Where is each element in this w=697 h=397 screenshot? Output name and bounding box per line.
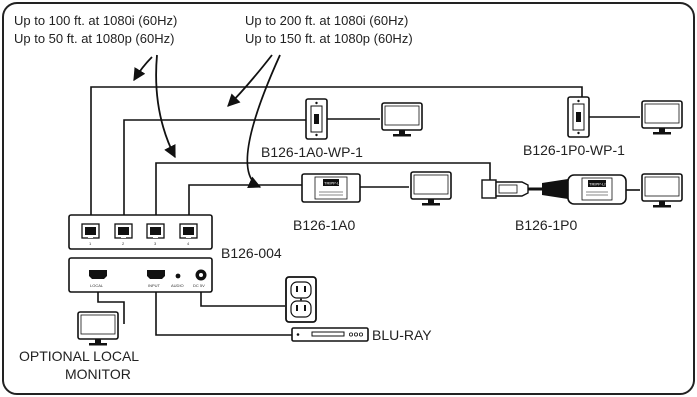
brand-logo: TRIPP·LITE xyxy=(589,182,611,187)
cable-port3 xyxy=(155,162,491,227)
wall-plate-a-label: B126-1A0-WP-1 xyxy=(261,144,363,160)
rj45-port-icon xyxy=(114,223,133,239)
wall-plate-p-label: B126-1P0-WP-1 xyxy=(523,142,625,158)
port-number: 1 xyxy=(89,241,92,246)
right-distance-note-1: Up to 200 ft. at 1080i (60Hz) xyxy=(245,13,408,28)
right-distance-note-2: Up to 150 ft. at 1080p (60Hz) xyxy=(245,31,413,46)
wall-plate-icon xyxy=(567,96,590,138)
local-port-label: LOCAL xyxy=(90,283,104,288)
bluray-label: BLU-RAY xyxy=(372,327,432,343)
wall-plate-icon xyxy=(305,98,328,140)
local-monitor-label-2: MONITOR xyxy=(65,366,131,382)
receiver-icon: TRIPP·LITE xyxy=(301,173,361,203)
cable-runs xyxy=(90,86,640,336)
dc-port-label: DC 5V xyxy=(193,283,205,288)
arrow-left-to-1a0 xyxy=(155,54,176,159)
port-number: 4 xyxy=(187,241,190,246)
rj45-port-icon xyxy=(81,223,100,239)
rj45-port-icon xyxy=(146,223,165,239)
transmitter-rear: LOCAL INPUT AUDIO DC 5V xyxy=(68,257,213,293)
cable-port2 xyxy=(123,119,306,227)
receiver-a-label: B126-1A0 xyxy=(293,217,355,233)
transmitter-front: 1 2 3 4 xyxy=(68,214,213,250)
power-outlet-icon xyxy=(285,276,317,323)
hdmi-port-icon xyxy=(147,270,165,279)
audio-jack-icon xyxy=(175,273,181,279)
transmitter-label: B126-004 xyxy=(221,245,282,261)
cable-local-monitor xyxy=(97,292,125,324)
rj45-port-icon xyxy=(179,223,198,239)
audio-port-label: AUDIO xyxy=(171,283,184,288)
hdmi-port-icon xyxy=(89,270,107,279)
bluray-player-icon xyxy=(291,327,369,342)
brand-logo: TRIPP·LITE xyxy=(324,181,346,186)
input-port-label: INPUT xyxy=(148,283,161,288)
left-distance-note-2: Up to 50 ft. at 1080p (60Hz) xyxy=(14,31,174,46)
arrow-right-to-1a0 xyxy=(246,54,281,189)
distance-arrows xyxy=(133,54,281,189)
arrow-right-to-wp1 xyxy=(227,54,273,107)
arrow-left-to-wp1 xyxy=(133,56,153,82)
port-number: 2 xyxy=(122,241,125,246)
cable-power xyxy=(200,292,285,307)
cable-port1 xyxy=(90,86,583,227)
cable-port4 xyxy=(188,184,302,227)
receiver-icon: TRIPP·LITE xyxy=(481,174,627,205)
local-monitor-label-1: OPTIONAL LOCAL xyxy=(19,348,139,364)
port-number: 3 xyxy=(154,241,157,246)
left-distance-note-1: Up to 100 ft. at 1080i (60Hz) xyxy=(14,13,177,28)
receiver-p-label: B126-1P0 xyxy=(515,217,577,233)
cable-bluray xyxy=(155,292,292,336)
